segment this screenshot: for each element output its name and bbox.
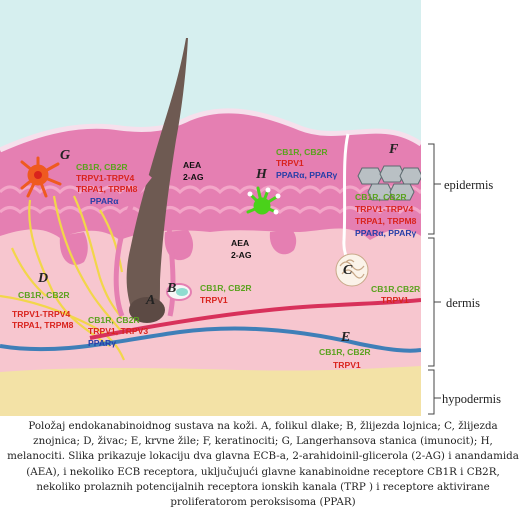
g-trp-1: TRPV1-TRPV4 [76, 173, 134, 183]
c-receptors: CB1R,CB2R [371, 284, 421, 294]
dermis-ligand-2ag: 2-AG [231, 250, 252, 260]
hypodermis-layer [0, 366, 421, 416]
figure-caption: Položaj endokanabinoidnog sustava na kož… [7, 420, 519, 509]
g-trp-2: TRPA1, TRPM8 [76, 184, 138, 194]
e-receptors: CB1R, CB2R [319, 347, 371, 357]
g-ppar: PPARα [90, 196, 119, 206]
d-receptors: CB1R, CB2R [18, 290, 70, 300]
e-trp: TRPV1 [333, 360, 361, 370]
f-trp-1: TRPV1-TRPV4 [355, 204, 413, 214]
stratum-corneum [0, 108, 421, 153]
sebaceous-gland [166, 283, 192, 301]
follicle-sheath [113, 174, 152, 317]
sweat-gland [335, 253, 369, 287]
epidermis-ligand-2ag: 2-AG [183, 172, 204, 182]
d-trp-1: TRPV1-TRPV4 [12, 309, 70, 319]
layer-label-dermis: dermis [446, 296, 480, 310]
dermis-layer [0, 175, 421, 416]
artery [89, 298, 421, 340]
h-ppar: PPARα, PPARγ [276, 170, 338, 180]
a-ppar: PPARγ [88, 338, 116, 348]
letter-h: H [255, 167, 268, 182]
f-trp-2: TRPA1, TRPM8 [355, 216, 417, 226]
a-receptors: CB1R, CB2R [88, 315, 140, 325]
vein [0, 326, 421, 353]
letter-g: G [60, 148, 70, 163]
nerve-fibers [0, 195, 126, 361]
d-trp-2: TRPA1, TRPM8 [12, 320, 74, 330]
letter-b: B [166, 281, 176, 296]
letter-c: C [343, 263, 353, 278]
follicle-sheath [165, 219, 176, 317]
layer-label-epidermis: epidermis [444, 178, 493, 192]
b-receptors: CB1R, CB2R [200, 283, 252, 293]
letter-d: D [37, 271, 48, 286]
hair-follicle [126, 38, 188, 320]
layer-brackets [428, 143, 441, 415]
basal-cell-row [0, 185, 421, 195]
melanocyte [246, 186, 281, 215]
h-receptors: CB1R, CB2R [276, 147, 328, 157]
keratinocyte-cluster [357, 165, 421, 201]
layer-label-hypodermis: hypodermis [442, 392, 501, 406]
letter-e: E [340, 330, 350, 345]
epidermis-ligand-aea: AEA [183, 160, 201, 170]
f-receptors: CB1R, CB2R [355, 192, 407, 202]
dermis-ligand-aea: AEA [231, 238, 249, 248]
letter-a: A [145, 293, 155, 308]
basal-cell-row [0, 206, 421, 215]
hair-bulb [129, 297, 165, 323]
langerhans-cell [20, 156, 62, 198]
a-trp: TRPV1, TRPV3 [88, 326, 148, 336]
rete-ridge [59, 232, 88, 265]
c-trp: TRPV1 [381, 295, 409, 305]
letter-f: F [388, 142, 399, 157]
h-trp: TRPV1 [276, 158, 304, 168]
f-ppar: PPARα, PPARγ [355, 228, 417, 238]
rete-ridge [269, 230, 297, 255]
b-trp: TRPV1 [200, 295, 228, 305]
g-receptors: CB1R, CB2R [76, 162, 128, 172]
